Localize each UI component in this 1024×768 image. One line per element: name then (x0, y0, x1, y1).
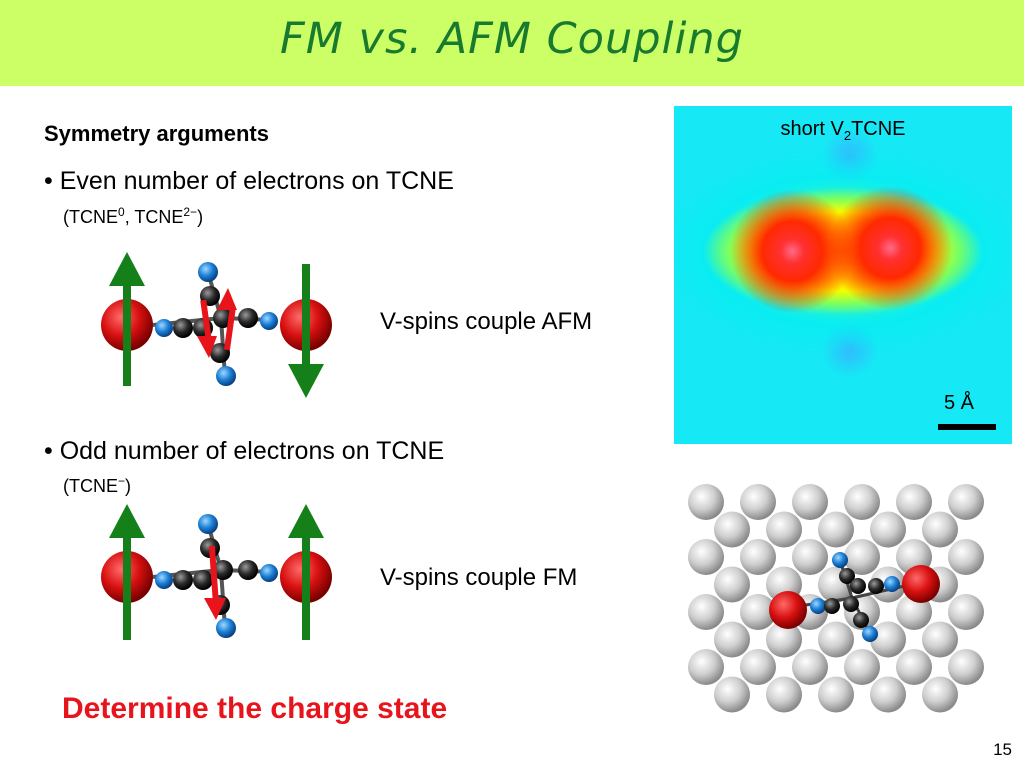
title-bar (0, 0, 1024, 86)
nitrogen-atom (155, 319, 173, 337)
spin-down-arrow-icon (288, 264, 324, 398)
substrate-atom (948, 594, 984, 630)
carbon-atom (213, 560, 233, 580)
carbon-atom (193, 570, 213, 590)
bullet-even: • Even number of electrons on TCNE (44, 167, 454, 195)
nitrogen-atom (155, 571, 173, 589)
substrate-atom (922, 676, 958, 713)
nitrogen-atom (832, 552, 848, 568)
substrate-atom (896, 594, 932, 630)
caption-fm: V-spins couple FM (380, 564, 578, 591)
carbon-atom (839, 568, 855, 584)
bullet-odd: • Odd number of electrons on TCNE (44, 437, 445, 465)
substrate-atom (818, 676, 854, 713)
substrate-lattice (688, 484, 984, 713)
slide-title: FM vs. AFM Coupling (280, 14, 744, 64)
substrate-atom (740, 649, 776, 685)
substrate-atom (766, 621, 802, 658)
substrate-atom (714, 676, 750, 713)
substrate-atom (740, 539, 776, 575)
substrate-atom (688, 539, 724, 575)
caption-afm: V-spins couple AFM (380, 308, 593, 335)
substrate-atom (714, 511, 750, 548)
substrate-atom (740, 594, 776, 630)
carbon-atom (173, 318, 193, 338)
nitrogen-atom (810, 598, 826, 614)
map-label: short V2TCNE (780, 118, 906, 143)
red-spin-down-arrow-icon (204, 545, 226, 620)
substrate-atom (844, 649, 880, 685)
substrate-atom (818, 621, 854, 658)
nitrogen-atom (216, 618, 236, 638)
substrate-atom (766, 676, 802, 713)
substrate-atom (896, 649, 932, 685)
bullet-even-charges: (TCNE0, TCNE2−) (63, 205, 204, 227)
substrate-atom (792, 539, 828, 575)
substrate-atom (922, 621, 958, 658)
nitrogen-atom (260, 564, 278, 582)
substrate-atom (714, 566, 750, 603)
nitrogen-atom (198, 514, 218, 534)
vanadium-atom (902, 565, 940, 603)
carbon-atom (173, 570, 193, 590)
nitrogen-atom (884, 576, 900, 592)
carbon-atom (824, 598, 840, 614)
bullet-odd-charges: (TCNE−) (63, 474, 132, 496)
substrate-atom (844, 539, 880, 575)
nitrogen-atom (862, 626, 878, 642)
substrate-atom (714, 621, 750, 658)
page-number: 15 (993, 740, 1012, 759)
substrate-atom (870, 621, 906, 658)
scale-label: 5 Å (944, 392, 975, 414)
carbon-atom (853, 612, 869, 628)
substrate-atom (740, 484, 776, 520)
carbon-atom (850, 578, 866, 594)
carbon-atom (868, 578, 884, 594)
spin-up-arrow-icon (109, 252, 145, 386)
nitrogen-atom (198, 262, 218, 282)
substrate-atom (896, 484, 932, 520)
fm-spin-diagram (101, 504, 332, 640)
substrate-atom (818, 511, 854, 548)
section-heading: Symmetry arguments (44, 121, 269, 146)
substrate-atom (844, 484, 880, 520)
carbon-atom (238, 560, 258, 580)
substrate-atom (870, 676, 906, 713)
nitrogen-atom (260, 312, 278, 330)
carbon-atom (238, 308, 258, 328)
spin-density-map: short V2TCNE 5 Å (674, 106, 1012, 444)
surface-adsorption-model (688, 484, 984, 713)
substrate-atom (688, 649, 724, 685)
tcne-molecule (152, 262, 278, 386)
nitrogen-atom (216, 366, 236, 386)
substrate-atom (948, 484, 984, 520)
substrate-atom (948, 539, 984, 575)
afm-spin-diagram (101, 252, 332, 398)
scale-bar (938, 424, 996, 430)
vanadium-atom (769, 591, 807, 629)
substrate-atom (766, 511, 802, 548)
substrate-atom (688, 594, 724, 630)
substrate-atom (922, 511, 958, 548)
substrate-atom (792, 649, 828, 685)
carbon-atom (843, 596, 859, 612)
substrate-atom (688, 484, 724, 520)
conclusion-text: Determine the charge state (62, 692, 448, 725)
spin-up-arrow-icon (109, 504, 145, 640)
red-spin-down-arrow-icon (197, 299, 217, 358)
substrate-atom (948, 649, 984, 685)
red-spin-up-arrow-icon (217, 288, 237, 351)
adsorbed-molecule (769, 552, 940, 642)
substrate-atom (870, 511, 906, 548)
substrate-atom (792, 484, 828, 520)
spin-up-arrow-icon (288, 504, 324, 640)
